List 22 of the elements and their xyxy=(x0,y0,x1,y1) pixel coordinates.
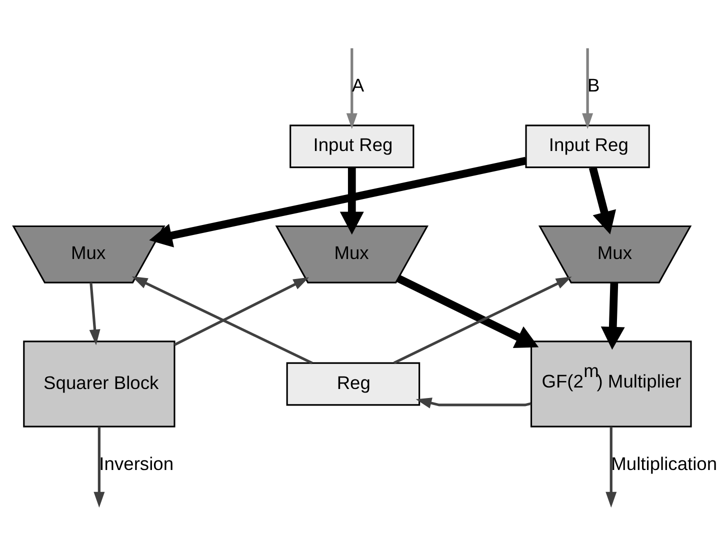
arrow xyxy=(149,156,527,248)
arrow xyxy=(132,276,313,364)
arrow xyxy=(582,48,594,130)
arrow xyxy=(393,276,572,364)
arrow xyxy=(94,426,105,508)
arrow xyxy=(600,282,625,350)
node-box: Input Reg xyxy=(525,124,650,168)
arrow xyxy=(340,168,364,235)
edge-label: Inversion xyxy=(99,453,174,474)
arrow xyxy=(416,398,532,408)
node-box: Input Reg xyxy=(290,124,414,168)
node-box: Reg xyxy=(286,362,420,406)
edge-label: Multiplication xyxy=(611,453,718,474)
arrow xyxy=(396,274,539,348)
edge-label: B xyxy=(588,74,600,96)
arrow xyxy=(89,282,100,346)
arrow xyxy=(174,277,310,346)
arrow xyxy=(606,426,617,508)
arrow xyxy=(588,166,616,234)
edge-label: A xyxy=(352,74,364,96)
node-box: Squarer Block xyxy=(23,340,176,428)
arrow xyxy=(346,48,358,130)
